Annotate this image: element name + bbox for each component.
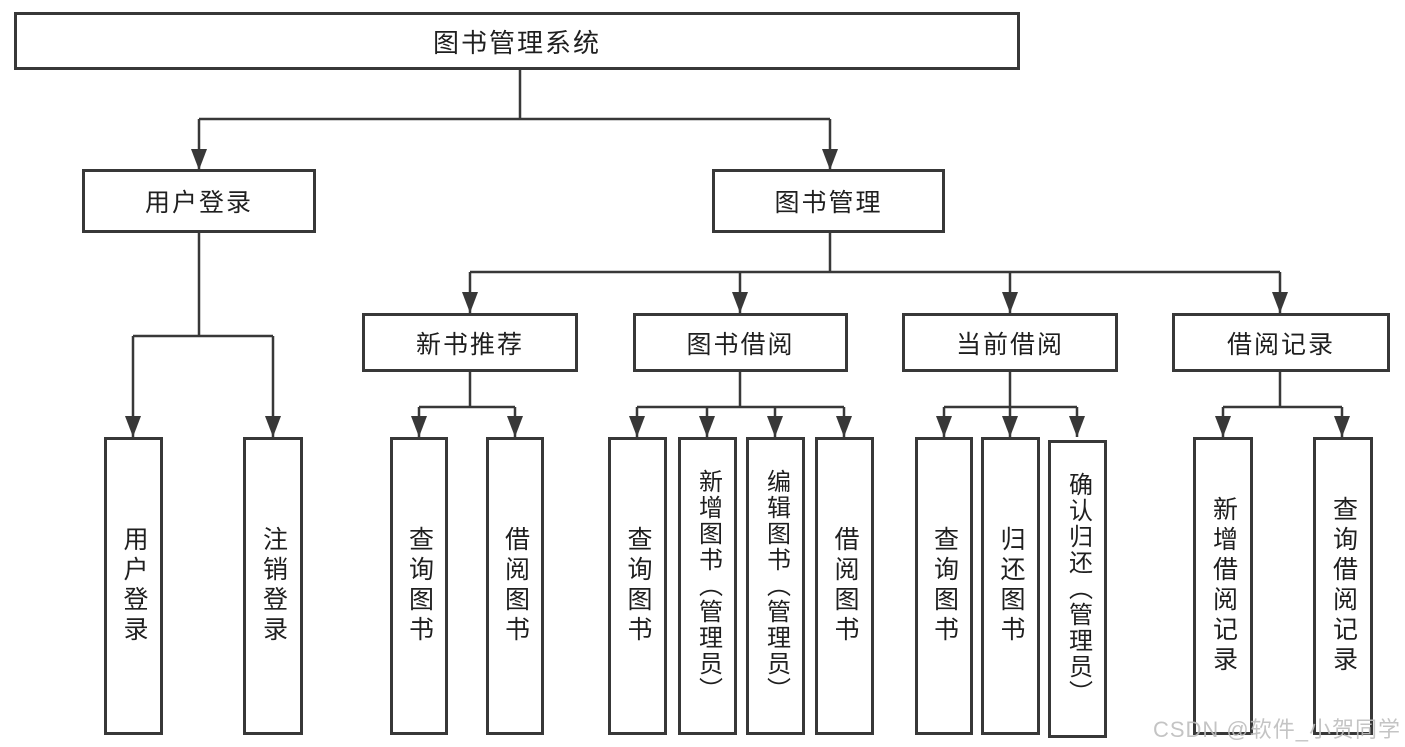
leaf-query-borrow-record-label: 查询借阅记录 (1329, 496, 1358, 676)
leaf-edit-book-admin: 编辑图书（管理员） (746, 437, 805, 735)
node-book-management: 图书管理 (712, 169, 945, 233)
csdn-watermark: CSDN @软件_小贺同学 (1152, 717, 1401, 742)
node-book-borrowing-label: 图书借阅 (686, 330, 795, 359)
leaf-query-book-borrow-label: 查询图书 (624, 526, 652, 646)
leaf-confirm-return-admin-label: 确认归还（管理员） (1064, 472, 1092, 706)
leaf-borrow-book-recommend: 借阅图书 (486, 437, 544, 735)
leaf-confirm-return-admin: 确认归还（管理员） (1048, 440, 1107, 738)
node-borrowing-records: 借阅记录 (1172, 313, 1390, 372)
leaf-add-borrow-record-label: 新增借阅记录 (1209, 496, 1238, 676)
node-book-management-label: 图书管理 (774, 189, 883, 217)
leaf-query-book-recommend: 查询图书 (390, 437, 448, 735)
node-new-book-recommend: 新书推荐 (362, 313, 578, 372)
leaf-borrow-book: 借阅图书 (815, 437, 874, 735)
leaf-query-book-recommend-label: 查询图书 (405, 526, 434, 646)
leaf-query-borrow-record: 查询借阅记录 (1313, 437, 1373, 735)
node-new-book-recommend-label: 新书推荐 (415, 330, 524, 359)
leaf-edit-book-admin-label: 编辑图书（管理员） (762, 469, 790, 703)
node-book-borrowing: 图书借阅 (633, 313, 848, 372)
arrowheads (125, 149, 1350, 437)
leaf-add-book-admin: 新增图书（管理员） (678, 437, 737, 735)
node-root: 图书管理系统 (14, 12, 1020, 70)
leaf-add-book-admin-label: 新增图书（管理员） (694, 469, 722, 703)
leaf-user-login-label: 用户登录 (120, 526, 148, 646)
leaf-borrow-book-recommend-label: 借阅图书 (501, 526, 530, 646)
leaf-logout-login: 注销登录 (243, 437, 303, 735)
node-current-borrowing-label: 当前借阅 (955, 330, 1064, 359)
leaf-return-book: 归还图书 (981, 437, 1040, 735)
node-borrowing-records-label: 借阅记录 (1226, 330, 1335, 359)
node-user-login: 用户登录 (82, 169, 316, 233)
leaf-query-book-current: 查询图书 (915, 437, 973, 735)
leaf-borrow-book-label: 借阅图书 (831, 526, 859, 646)
node-user-login-label: 用户登录 (144, 189, 253, 217)
leaf-query-book-current-label: 查询图书 (930, 526, 959, 646)
leaf-user-login: 用户登录 (104, 437, 163, 735)
leaf-return-book-label: 归还图书 (997, 526, 1025, 646)
leaf-add-borrow-record: 新增借阅记录 (1193, 437, 1253, 735)
leaf-query-book-borrow: 查询图书 (608, 437, 667, 735)
node-root-label: 图书管理系统 (432, 27, 601, 58)
node-current-borrowing: 当前借阅 (902, 313, 1118, 372)
leaf-logout-login-label: 注销登录 (259, 526, 288, 646)
